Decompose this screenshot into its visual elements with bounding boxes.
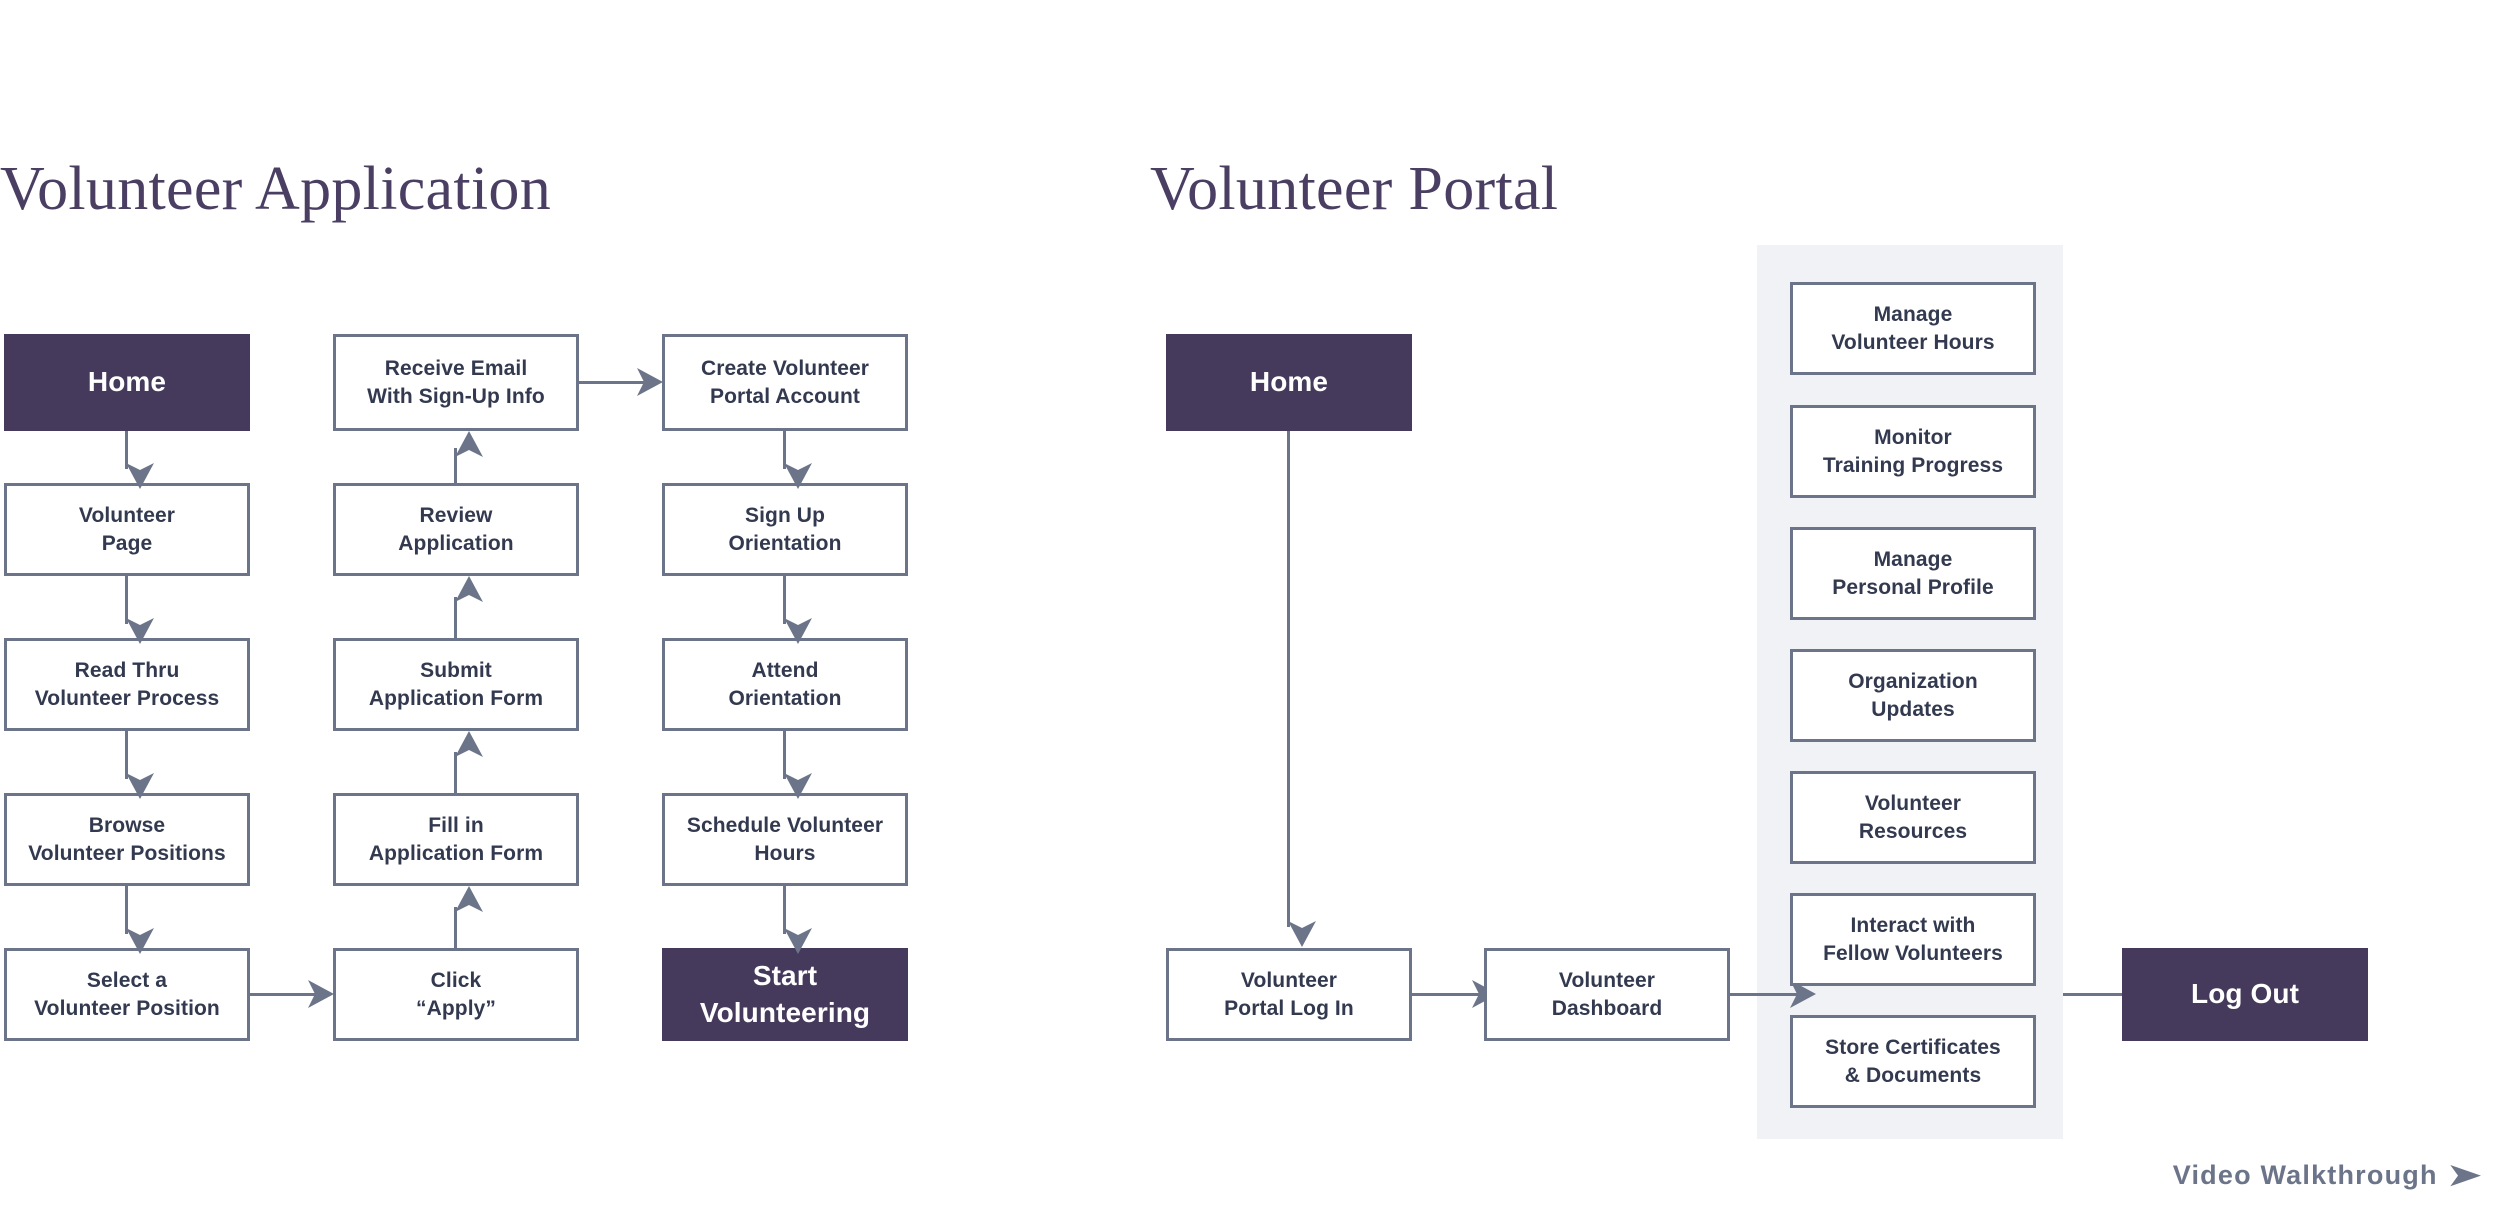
connector-c1-2 bbox=[125, 576, 128, 624]
connector-c2-to-c3 bbox=[579, 381, 649, 384]
connector-c2-1 bbox=[454, 907, 457, 948]
flow-node-review-application[interactable]: Review Application bbox=[333, 483, 579, 576]
flow-node-read-thru-volunteer-process[interactable]: Read Thru Volunteer Process bbox=[4, 638, 250, 731]
connector-portal-home-to-login bbox=[1287, 431, 1290, 927]
connector-c1-1 bbox=[125, 431, 128, 469]
connector-login-to-dashboard bbox=[1412, 993, 1484, 996]
flow-node-store-certificates-and-documents[interactable]: Store Certificates & Documents bbox=[1790, 1015, 2036, 1108]
connector-dashboard-to-panel bbox=[1730, 993, 1802, 996]
flow-node-home-portal[interactable]: Home bbox=[1166, 334, 1412, 431]
video-walkthrough-label: Video Walkthrough bbox=[2172, 1160, 2438, 1190]
video-walkthrough-link[interactable]: Video Walkthrough ➤ bbox=[2172, 1160, 2481, 1191]
connector-c3-4 bbox=[783, 886, 786, 934]
flow-node-submit-application-form[interactable]: Submit Application Form bbox=[333, 638, 579, 731]
flow-node-receive-email-with-sign-up-info[interactable]: Receive Email With Sign-Up Info bbox=[333, 334, 579, 431]
flow-node-volunteer-portal-log-in[interactable]: Volunteer Portal Log In bbox=[1166, 948, 1412, 1041]
flow-node-interact-with-fellow-volunteers[interactable]: Interact with Fellow Volunteers bbox=[1790, 893, 2036, 986]
connector-c1-to-c2 bbox=[250, 993, 320, 996]
flow-node-create-volunteer-portal-account[interactable]: Create Volunteer Portal Account bbox=[662, 334, 908, 431]
flow-node-organization-updates[interactable]: Organization Updates bbox=[1790, 649, 2036, 742]
flow-node-click-apply[interactable]: Click “Apply” bbox=[333, 948, 579, 1041]
flow-node-home-application[interactable]: Home bbox=[4, 334, 250, 431]
flow-node-sign-up-orientation[interactable]: Sign Up Orientation bbox=[662, 483, 908, 576]
flow-node-manage-personal-profile[interactable]: Manage Personal Profile bbox=[1790, 527, 2036, 620]
connector-c2-2 bbox=[454, 752, 457, 793]
flow-node-browse-volunteer-positions[interactable]: Browse Volunteer Positions bbox=[4, 793, 250, 886]
flow-node-volunteer-resources[interactable]: Volunteer Resources bbox=[1790, 771, 2036, 864]
flow-node-log-out[interactable]: Log Out bbox=[2122, 948, 2368, 1041]
flow-node-monitor-training-progress[interactable]: Monitor Training Progress bbox=[1790, 405, 2036, 498]
flow-node-start-volunteering[interactable]: Start Volunteering bbox=[662, 948, 908, 1041]
flow-node-schedule-volunteer-hours[interactable]: Schedule Volunteer Hours bbox=[662, 793, 908, 886]
connector-c2-4 bbox=[454, 448, 457, 483]
section-title-volunteer-application: Volunteer Application bbox=[0, 155, 552, 223]
connector-c3-3 bbox=[783, 731, 786, 779]
play-arrow-icon: ➤ bbox=[2447, 1158, 2483, 1192]
flow-node-attend-orientation[interactable]: Attend Orientation bbox=[662, 638, 908, 731]
flow-node-volunteer-page[interactable]: Volunteer Page bbox=[4, 483, 250, 576]
connector-c3-2 bbox=[783, 576, 786, 624]
connector-c1-3 bbox=[125, 731, 128, 779]
flow-node-volunteer-dashboard[interactable]: Volunteer Dashboard bbox=[1484, 948, 1730, 1041]
connector-c1-4 bbox=[125, 886, 128, 934]
flow-node-manage-volunteer-hours[interactable]: Manage Volunteer Hours bbox=[1790, 282, 2036, 375]
flow-node-fill-in-application-form[interactable]: Fill in Application Form bbox=[333, 793, 579, 886]
connector-c3-1 bbox=[783, 431, 786, 469]
section-title-volunteer-portal: Volunteer Portal bbox=[1150, 155, 1559, 223]
connector-c2-3 bbox=[454, 597, 457, 638]
connector-panel-to-logout bbox=[2063, 993, 2135, 996]
flow-node-select-a-volunteer-position[interactable]: Select a Volunteer Position bbox=[4, 948, 250, 1041]
